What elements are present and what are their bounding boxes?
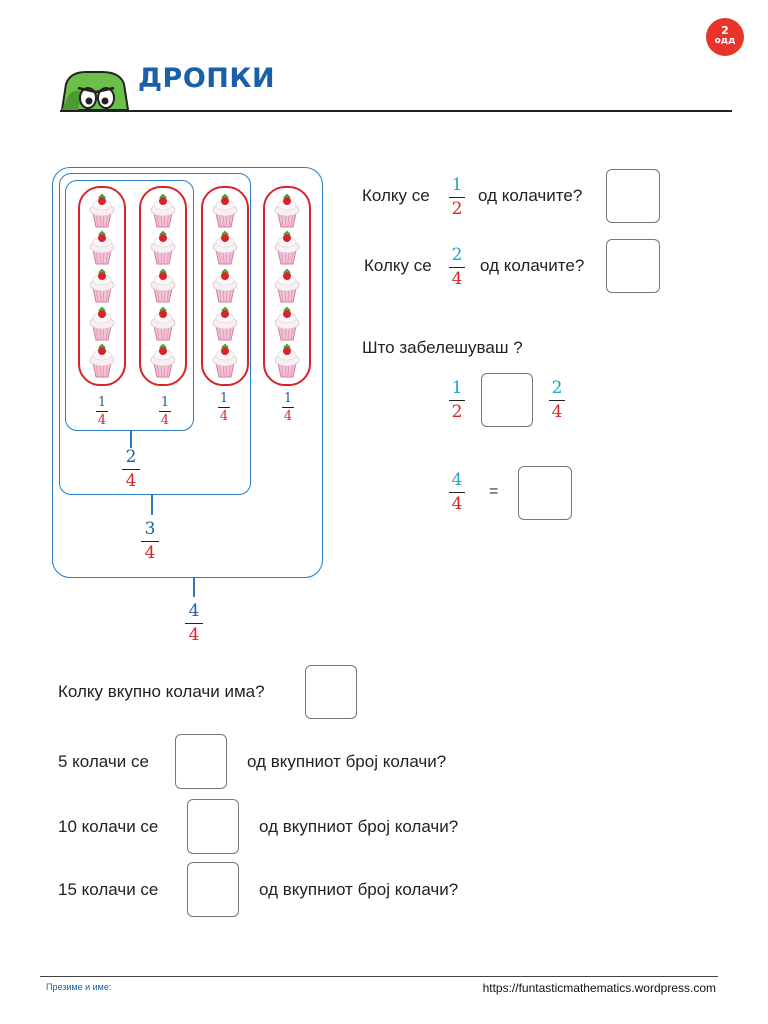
cupcake-icon [150, 230, 176, 265]
cupcake-icon [212, 268, 238, 303]
tick-three-quarters [151, 495, 153, 515]
answer-box-whole[interactable] [518, 466, 572, 520]
question-two-quarters-suffix: од колачите? [480, 256, 585, 275]
cupcake-icon [212, 306, 238, 341]
question-half-suffix: од колачите? [478, 186, 583, 205]
cupcake-column-3 [201, 186, 249, 386]
cupcake-icon [89, 343, 115, 378]
cupcake-icon [274, 343, 300, 378]
grade-number: 2 [721, 24, 729, 37]
answer-box-ten[interactable] [187, 799, 239, 854]
compare-sign-box[interactable] [481, 373, 533, 427]
question-five-suffix: од вкупниот број колачи? [247, 752, 447, 771]
observe-prompt: Што забелешуваш ? [362, 338, 523, 357]
cupcake-icon [274, 306, 300, 341]
page-title: ДРОПКИ [138, 63, 276, 94]
cupcake-icon [89, 268, 115, 303]
tick-four-quarters [193, 578, 195, 597]
cupcake-icon [89, 230, 115, 265]
cupcake-icon [212, 230, 238, 265]
cupcake-icon [150, 268, 176, 303]
cupcake-icon [89, 193, 115, 228]
answer-box-half[interactable] [606, 169, 660, 223]
header-divider [60, 110, 732, 112]
footer-divider [40, 976, 718, 977]
footer-url: https://funtasticmathematics.wordpress.c… [482, 981, 716, 995]
question-ten-suffix: од вкупниот број колачи? [259, 817, 459, 836]
question-five-prefix: 5 колачи се [58, 752, 149, 771]
answer-box-two-quarters[interactable] [606, 239, 660, 293]
cupcake-column-2 [139, 186, 187, 386]
answer-box-fifteen[interactable] [187, 862, 239, 917]
cupcake-icon [212, 343, 238, 378]
tick-two-quarters [130, 431, 132, 448]
cupcake-icon [150, 343, 176, 378]
question-two-quarters-prefix: Колку се [364, 256, 432, 275]
grade-label: одд [714, 36, 736, 46]
answer-box-total[interactable] [305, 665, 357, 719]
grade-badge: 2 одд [706, 18, 744, 56]
cupcake-icon [274, 230, 300, 265]
answer-box-five[interactable] [175, 734, 227, 789]
question-total: Колку вкупно колачи има? [58, 682, 265, 701]
question-half-prefix: Колку се [362, 186, 430, 205]
cupcake-icon [212, 193, 238, 228]
cupcake-icon [150, 306, 176, 341]
frame-two-quarters [65, 180, 194, 431]
cupcake-icon [274, 193, 300, 228]
cupcake-column-4 [263, 186, 311, 386]
cupcake-column-1 [78, 186, 126, 386]
question-fifteen-prefix: 15 колачи се [58, 880, 159, 899]
student-name-label: Презиме и име: [46, 982, 112, 992]
frame-three-quarters [59, 173, 251, 495]
frame-four-quarters [52, 167, 323, 578]
equals-sign: = [489, 483, 499, 500]
cupcake-icon [274, 268, 300, 303]
cupcake-icon [150, 193, 176, 228]
cupcake-icon [89, 306, 115, 341]
mascot-logo-icon [60, 71, 130, 111]
question-fifteen-suffix: од вкупниот број колачи? [259, 880, 459, 899]
question-ten-prefix: 10 колачи се [58, 817, 159, 836]
